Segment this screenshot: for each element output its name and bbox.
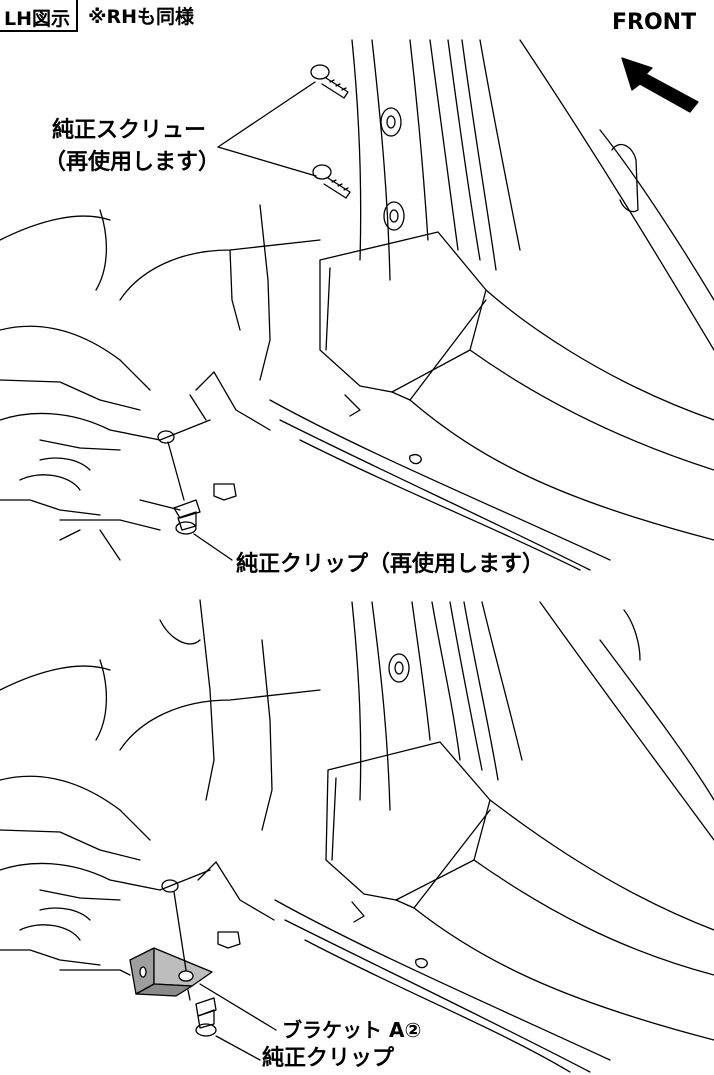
callout-screw-line1: 純正スクリュー xyxy=(52,118,207,143)
screw-icon xyxy=(312,164,351,199)
view-label-box: LH図示 xyxy=(0,0,79,32)
callout-clip-reuse: 純正クリップ（再使用します） xyxy=(236,552,545,577)
clip-icon xyxy=(195,997,217,1037)
top-panel-art xyxy=(0,39,714,571)
screw-icon xyxy=(310,64,349,99)
front-arrow-icon xyxy=(621,57,699,113)
bottom-panel-art xyxy=(0,599,714,1073)
callout-clip: 純正クリップ xyxy=(262,1046,395,1071)
clip-icon xyxy=(173,499,201,535)
callout-screw-line2: （再使用します） xyxy=(44,150,221,175)
bracket-a-icon xyxy=(129,947,213,997)
rh-same-note: ※RHも同様 xyxy=(88,6,195,28)
callout-bracket-a: ブラケット A② xyxy=(282,1018,422,1042)
view-label: LH図示 xyxy=(4,8,71,30)
front-label: FRONT xyxy=(612,10,697,35)
